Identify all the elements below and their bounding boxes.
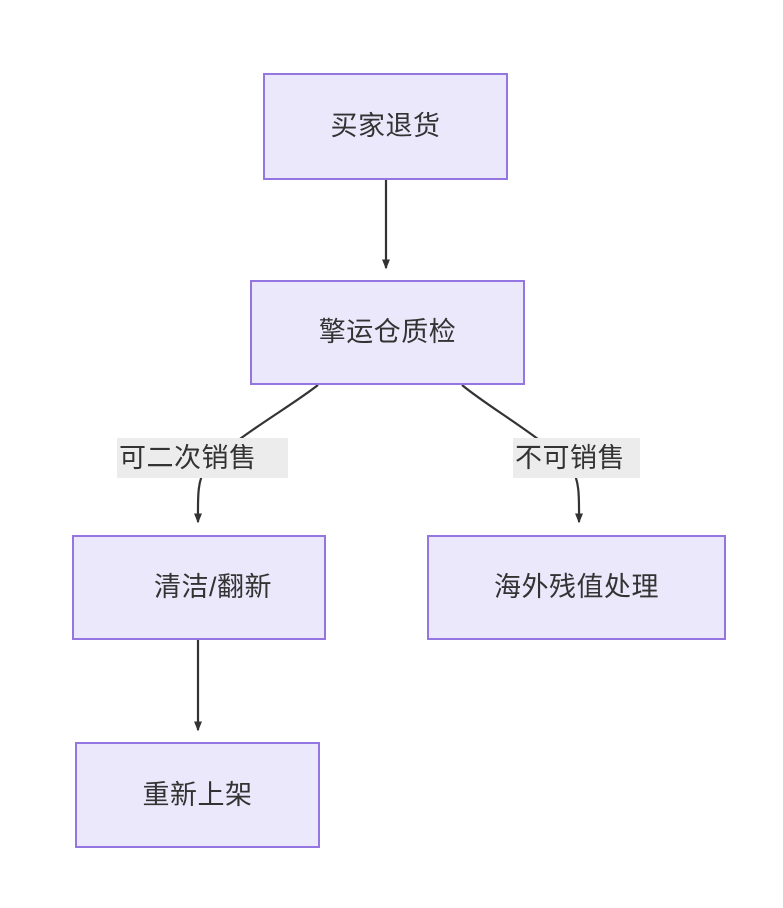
edge-label-unsellable: 不可销售 xyxy=(513,438,640,478)
node-overseas-salvage-label: 海外残值处理 xyxy=(494,572,659,603)
node-relist[interactable]: 重新上架 xyxy=(75,742,320,848)
node-overseas-salvage[interactable]: 海外残值处理 xyxy=(427,535,726,640)
node-warehouse-inspection[interactable]: 擎运仓质检 xyxy=(250,280,525,385)
node-buyer-return[interactable]: 买家退货 xyxy=(263,73,508,180)
node-buyer-return-label: 买家退货 xyxy=(330,111,441,142)
node-clean-refurbish-label: 清洁/翻新 xyxy=(153,572,272,603)
node-warehouse-inspection-label: 擎运仓质检 xyxy=(318,317,457,348)
node-clean-refurbish[interactable]: 清洁/翻新 xyxy=(72,535,326,640)
edge-label-resellable: 可二次销售 xyxy=(117,438,288,478)
node-relist-label: 重新上架 xyxy=(142,779,253,810)
